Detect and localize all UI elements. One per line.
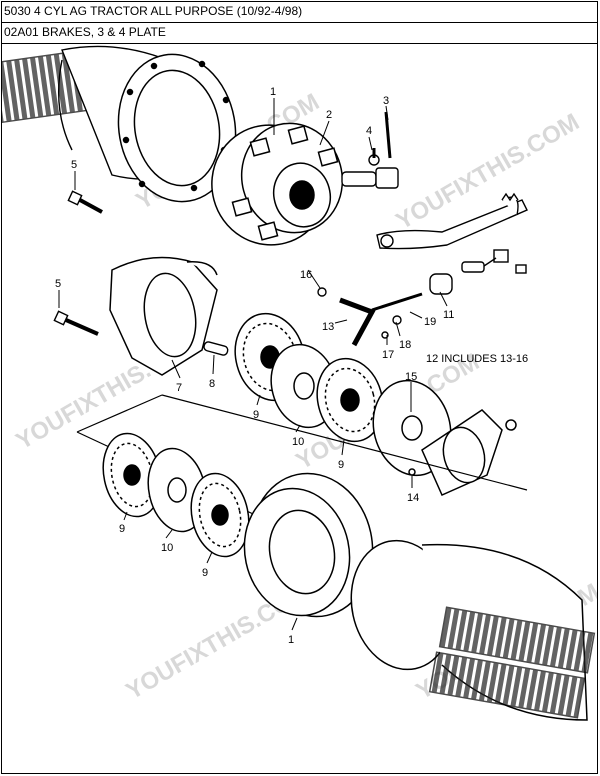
- callout-9-d: 9: [202, 567, 208, 579]
- brake-housing-lower: [243, 472, 374, 618]
- callout-2: 2: [326, 109, 332, 121]
- callout-10-b: 10: [161, 542, 173, 554]
- brake-pedal-arm: [376, 192, 528, 250]
- dowel-pin-8: [203, 341, 229, 356]
- bolt-5-upper: [67, 190, 103, 214]
- brake-disc-9c: [102, 432, 162, 518]
- section-title: 02A01 BRAKES, 3 & 4 PLATE: [1, 22, 598, 44]
- callout-19: 19: [424, 316, 436, 328]
- callout-10-a: 10: [292, 436, 304, 448]
- callout-9-b: 9: [338, 459, 344, 471]
- actuator-assembly-12: [372, 379, 517, 496]
- callout-9-a: 9: [253, 409, 259, 421]
- callout-3: 3: [383, 95, 389, 107]
- callout-13: 13: [322, 321, 334, 333]
- brake-carrier-7: [109, 256, 218, 376]
- callout-5-lower: 5: [55, 278, 61, 290]
- callout-4: 4: [366, 125, 372, 137]
- callout-9-c: 9: [119, 523, 125, 535]
- linkage-right: [317, 249, 527, 347]
- model-title: 5030 4 CYL AG TRACTOR ALL PURPOSE (10/92…: [1, 1, 598, 23]
- callout-labels: 1 2 3 4 5 5 7 8 9 10 9 11 13 14 15 16 17…: [55, 86, 528, 646]
- brake-housing-assembly: [211, 122, 344, 246]
- exploded-parts-diagram: YOUFIXTHIS.COM YOUFIXTHIS.COM YOUFIXTHIS…: [2, 45, 597, 721]
- callout-18: 18: [399, 339, 411, 351]
- axle-housing-flange: [117, 53, 237, 203]
- brake-linkage-top: [341, 111, 399, 189]
- callout-8: 8: [209, 378, 215, 390]
- brake-disc-9b: [316, 357, 384, 443]
- bolt-5-lower: [53, 310, 99, 336]
- callout-5-upper: 5: [71, 159, 77, 171]
- callout-11: 11: [443, 309, 454, 321]
- callout-14: 14: [407, 492, 419, 504]
- axle-housing-lower: [350, 539, 596, 721]
- callout-16: 16: [300, 269, 312, 281]
- brake-disc-9d: [190, 472, 250, 558]
- callout-15: 15: [405, 371, 417, 383]
- leader-lines: [58, 98, 448, 631]
- callout-7: 7: [176, 382, 182, 394]
- group-note: 12 INCLUDES 13-16: [426, 353, 528, 365]
- callout-1-top: 1: [270, 86, 276, 98]
- callout-17: 17: [382, 349, 394, 361]
- callout-1-bottom: 1: [288, 634, 294, 646]
